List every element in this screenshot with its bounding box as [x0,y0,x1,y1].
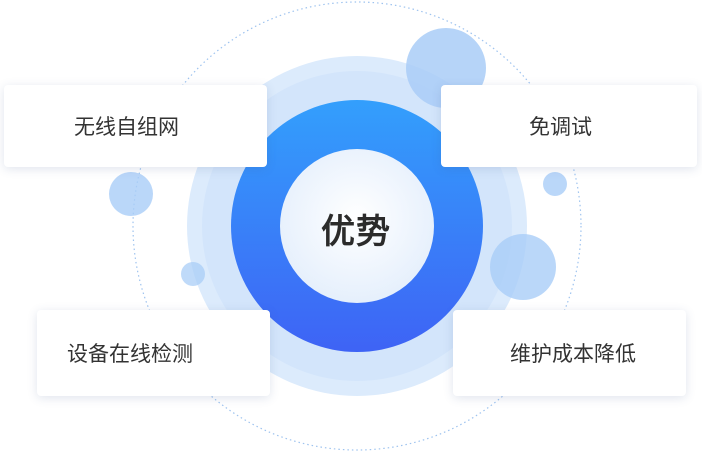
center-circle [280,149,434,303]
advantage-card-wireless-network: 无线自组网 [4,85,267,167]
advantage-card-no-debugging: 免调试 [441,85,697,167]
advantage-label: 维护成本降低 [510,342,636,366]
advantage-card-online-detection: 设备在线检测 [37,310,270,396]
advantage-label: 无线自组网 [74,115,179,139]
advantage-label: 免调试 [529,115,592,139]
bubble-decoration [109,172,153,216]
advantage-card-lower-maintenance: 维护成本降低 [453,310,686,396]
bubble-decoration [181,262,205,286]
advantage-label: 设备在线检测 [67,342,193,366]
bubble-decoration [543,172,567,196]
center-title: 优势 [321,211,391,252]
outer-dotted-circle [132,1,582,451]
bubble-decoration [490,234,556,300]
